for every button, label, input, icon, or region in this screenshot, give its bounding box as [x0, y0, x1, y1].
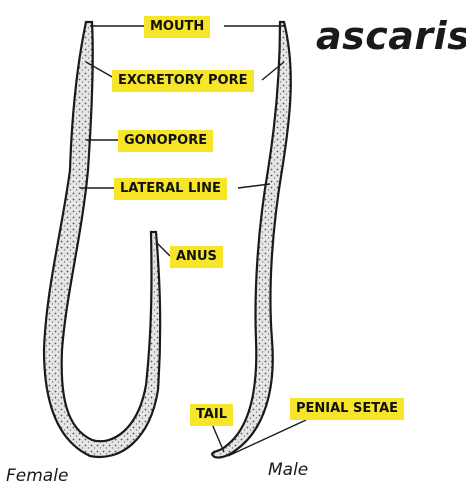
tail-leader — [211, 423, 225, 453]
female-caption: Female — [6, 466, 69, 486]
male-worm-body — [210, 20, 292, 459]
male-caption: Male — [268, 460, 309, 480]
penial-setae-leader — [227, 419, 307, 457]
label-tail: TAIL — [190, 404, 234, 426]
label-gonopore: GONOPORE — [118, 130, 214, 152]
excretory-pore-leader-right — [261, 61, 285, 81]
label-excretory-pore: EXCRETORY PORE — [112, 70, 254, 92]
label-mouth: MOUTH — [144, 16, 211, 38]
leader-lines — [80, 25, 307, 457]
female-worm-body — [42, 20, 162, 459]
diagram-title: ascaris — [316, 14, 466, 58]
label-lateral-line: LATERAL LINE — [114, 178, 227, 200]
lateral-line-leader-right — [237, 183, 271, 189]
excretory-pore-leader-left — [85, 61, 115, 79]
label-anus: ANUS — [170, 246, 223, 268]
anus-leader — [155, 241, 171, 257]
label-penial-setae: PENIAL SETAE — [290, 398, 405, 420]
